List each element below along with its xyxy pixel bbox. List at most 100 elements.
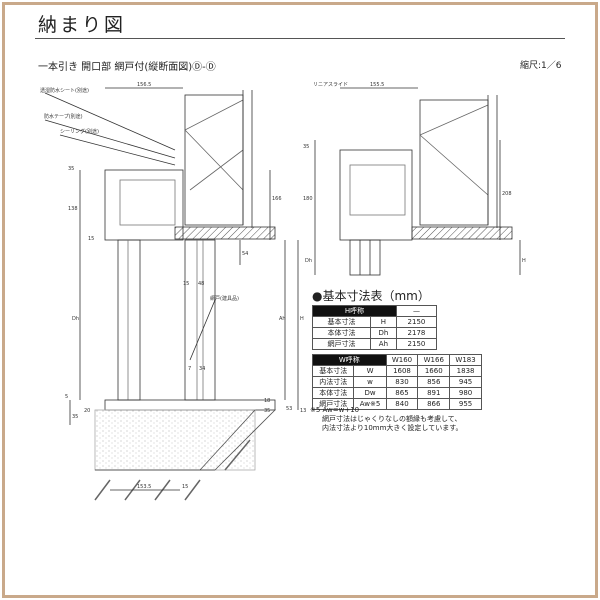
dim-13: 13: [300, 408, 306, 414]
dimension-table-title: ●基本寸法表（mm）: [312, 289, 430, 303]
dim-48: 48: [198, 281, 204, 287]
cell: 基本寸法: [312, 316, 371, 328]
cell: 網戸寸法: [311, 398, 355, 410]
cell: 945: [449, 376, 482, 388]
dim-54: 54: [242, 251, 248, 257]
h-header: H呼称: [312, 305, 397, 317]
floor-fill: [94, 409, 256, 471]
sill: [104, 399, 276, 411]
dim-right-35: 35: [303, 144, 309, 150]
dim-20: 20: [84, 408, 90, 414]
callout-waterproof-tape: 防水テープ(別途): [44, 113, 83, 120]
cell: 2150: [395, 316, 438, 328]
dim-right-top-width: 155.5: [370, 82, 384, 88]
scale-label: 縮尺:1／6: [520, 61, 562, 71]
screen-door: [184, 239, 216, 401]
cell: 基本寸法: [311, 365, 355, 377]
dim-53: 53: [286, 406, 292, 412]
cell: 865: [385, 387, 419, 399]
cell: 1608: [385, 365, 419, 377]
callout-sealing: シーリング(別途): [60, 128, 99, 135]
dim-5: 5: [65, 394, 68, 400]
w-header: W呼称: [312, 354, 387, 366]
cell: H: [369, 316, 397, 328]
cell: 本体寸法: [311, 387, 355, 399]
cell: 1660: [417, 365, 451, 377]
dim-right-180: 180: [303, 196, 313, 202]
dim-right-dh: Dh: [305, 258, 312, 264]
cell: 856: [417, 376, 451, 388]
dim-138: 138: [68, 206, 78, 212]
dim-right-208: 208: [502, 191, 512, 197]
dim-15c: 15: [182, 484, 188, 490]
dim-166: 166: [272, 196, 282, 202]
cell: W166: [417, 354, 451, 366]
right-section: [314, 87, 521, 276]
right-labels: リニアスライド 155.5 35 180 208 Dh H: [303, 82, 526, 264]
callout-breathable-sheet: 透湿防水シート(別途): [40, 87, 89, 94]
right-door-panel: [349, 239, 381, 276]
drawing-subtitle: 一本引き 開口部 網戸付(縦断面図)Ⓓ-Ⓓ: [38, 62, 216, 73]
dim-bottom-width: 153.5: [137, 484, 151, 490]
left-section: [44, 87, 299, 501]
cell: W160: [385, 354, 419, 366]
right-floor-slab: [411, 226, 513, 240]
cell: 2178: [395, 327, 438, 339]
door-panel: [117, 239, 141, 401]
cell: Dw: [353, 387, 387, 399]
table-note: ※5 Aw=w+10 網戸寸法はじゃくりなしの額縁も考慮して、 内法寸法より10…: [310, 406, 463, 433]
dim-ah: Ah: [279, 316, 286, 322]
note-line: 網戸寸法はじゃくりなしの額縁も考慮して、: [322, 415, 462, 423]
cell: 網戸寸法: [312, 338, 371, 350]
cell: 内法寸法: [311, 376, 355, 388]
right-sash-frame: [339, 149, 413, 241]
cell: 本体寸法: [312, 327, 371, 339]
dim-top-width: 156.5: [137, 82, 151, 88]
cell: Ah: [369, 338, 397, 350]
cell: 866: [417, 398, 451, 410]
dim-15b: 15: [183, 281, 189, 287]
cell: 955: [449, 398, 482, 410]
cell: 891: [417, 387, 451, 399]
cell: w: [353, 376, 387, 388]
dim-15: 15: [88, 236, 94, 242]
cell: W: [353, 365, 387, 377]
dim-18: 18: [264, 398, 270, 404]
cell: Dh: [369, 327, 397, 339]
left-labels: 透湿防水シート(別途) 防水テープ(別途) シーリング(別途) 網戸(建具品) …: [40, 82, 306, 490]
cell: Aw※5: [353, 398, 387, 410]
cell: 980: [449, 387, 482, 399]
cell: 2150: [395, 338, 438, 350]
note-line: 内法寸法より10mm大きく設定しています。: [322, 424, 463, 432]
sash-frame: [104, 169, 184, 241]
cell: 1838: [449, 365, 482, 377]
dim-7: 7: [188, 366, 191, 372]
dim-h: H: [300, 316, 304, 322]
callout-screen-door: 網戸(建具品): [210, 295, 239, 302]
dim-35: 35: [68, 166, 74, 172]
cell: W183: [449, 354, 482, 366]
dim-dh: Dh: [72, 316, 79, 322]
h-header-value: —: [395, 305, 438, 317]
dim-35c: 35: [264, 408, 270, 414]
dim-34: 34: [199, 366, 205, 372]
right-wall-insulation: [419, 99, 489, 226]
cell: 830: [385, 376, 419, 388]
floor-slab: [174, 226, 276, 240]
page-title: 納まり図: [38, 14, 127, 36]
title-divider: [35, 38, 565, 39]
dim-right-h: H: [522, 258, 526, 264]
linear-slide-label: リニアスライド: [313, 82, 348, 88]
note-line: ※5 Aw=w+10: [310, 406, 360, 414]
